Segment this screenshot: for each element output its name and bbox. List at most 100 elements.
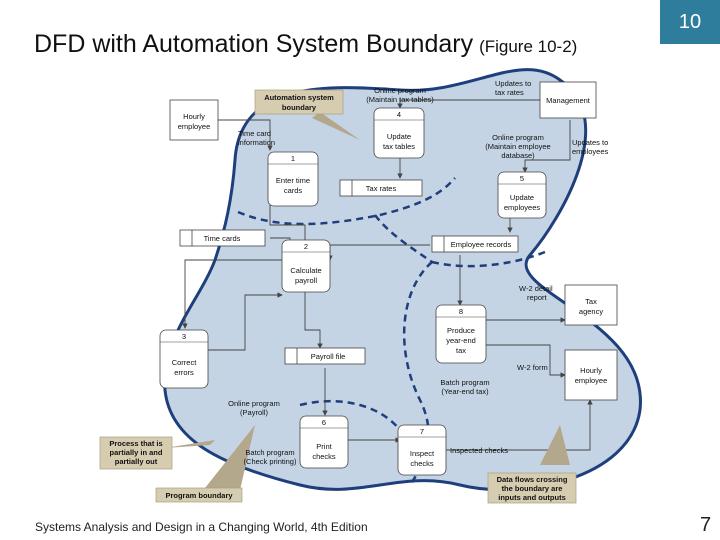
- svg-text:Employee records: Employee records: [451, 240, 512, 249]
- svg-text:employee: employee: [178, 122, 211, 131]
- svg-text:1: 1: [291, 154, 295, 163]
- svg-text:errors: errors: [174, 368, 194, 377]
- flow-label-inspected-checks: Inspected checks: [450, 446, 508, 455]
- svg-text:Update: Update: [510, 193, 534, 202]
- svg-text:Online program: Online program: [228, 399, 280, 408]
- process-4: 4 Update tax tables: [373, 107, 425, 159]
- page-number: 7: [700, 514, 712, 536]
- store-payroll-file: Payroll file: [284, 347, 366, 365]
- svg-text:6: 6: [322, 418, 326, 427]
- svg-text:Correct: Correct: [172, 358, 198, 367]
- svg-text:Tax rates: Tax rates: [366, 184, 397, 193]
- process-7: 7 Inspect checks: [397, 424, 447, 476]
- svg-text:Management: Management: [546, 96, 591, 105]
- store-time-cards: Time cards: [179, 229, 266, 247]
- svg-text:Calculate: Calculate: [290, 266, 321, 275]
- footer-text: Systems Analysis and Design in a Changin…: [35, 520, 368, 534]
- svg-text:Online program: Online program: [374, 86, 426, 95]
- svg-text:Program boundary: Program boundary: [165, 491, 233, 500]
- callout-automation-boundary: Automation system boundary: [254, 89, 344, 115]
- svg-text:(Year-end tax): (Year-end tax): [441, 387, 489, 396]
- svg-text:year-end: year-end: [446, 336, 476, 345]
- svg-text:Produce: Produce: [447, 326, 475, 335]
- svg-text:Online program: Online program: [492, 133, 544, 142]
- svg-text:Tax: Tax: [585, 297, 597, 306]
- flow-label-updates-employees: Updates to employees: [572, 138, 609, 156]
- svg-text:8: 8: [459, 307, 463, 316]
- svg-text:Data flows crossing: Data flows crossing: [497, 475, 568, 484]
- program-label-batch-yearend: Batch program (Year-end tax): [440, 378, 489, 396]
- svg-text:Update: Update: [387, 132, 411, 141]
- svg-text:employee: employee: [575, 376, 608, 385]
- svg-text:cards: cards: [284, 186, 303, 195]
- process-8: 8 Produce year-end tax: [435, 304, 487, 364]
- svg-text:Hourly: Hourly: [580, 366, 602, 375]
- svg-text:tax tables: tax tables: [383, 142, 415, 151]
- program-label-batch-check: Batch program (Check printing): [244, 448, 297, 466]
- entity-hourly-employee-top: Hourly employee: [169, 99, 219, 141]
- svg-text:employees: employees: [504, 203, 541, 212]
- svg-text:checks: checks: [312, 452, 336, 461]
- svg-text:(Payroll): (Payroll): [240, 408, 268, 417]
- svg-text:agency: agency: [579, 307, 603, 316]
- svg-text:report: report: [527, 293, 548, 302]
- svg-text:tax: tax: [456, 346, 466, 355]
- program-label-online-tax: Online program (Maintain tax tables): [366, 86, 434, 104]
- svg-text:information: information: [238, 138, 275, 147]
- svg-text:partially out: partially out: [115, 457, 158, 466]
- entity-tax-agency: Tax agency: [564, 284, 618, 326]
- svg-text:(Maintain employee: (Maintain employee: [485, 142, 550, 151]
- svg-text:Process that is: Process that is: [109, 439, 162, 448]
- program-label-online-payroll: Online program (Payroll): [228, 399, 280, 417]
- svg-text:Automation system: Automation system: [264, 93, 334, 102]
- svg-text:inputs and outputs: inputs and outputs: [498, 493, 566, 502]
- figure-reference: (Figure 10-2): [479, 37, 578, 56]
- store-employee-records: Employee records: [431, 235, 519, 253]
- svg-text:Enter time: Enter time: [276, 176, 310, 185]
- chapter-badge: 10: [660, 0, 720, 44]
- flow-label-w2-form: W-2 form: [517, 363, 548, 372]
- callout-pointers: [165, 112, 570, 490]
- program-label-online-employee: Online program (Maintain employee databa…: [485, 133, 550, 160]
- svg-text:2: 2: [304, 242, 308, 251]
- svg-text:Payroll file: Payroll file: [311, 352, 346, 361]
- flow-label-time-card-info: Time card information: [238, 129, 275, 147]
- slide-title: DFD with Automation System Boundary (Figu…: [34, 30, 577, 59]
- store-tax-rates: Tax rates: [339, 179, 423, 197]
- svg-text:partially in and: partially in and: [110, 448, 163, 457]
- title-text: DFD with Automation System Boundary: [34, 30, 474, 58]
- svg-text:Time cards: Time cards: [204, 234, 241, 243]
- svg-text:Time card: Time card: [238, 129, 271, 138]
- program-boundaries: [237, 177, 546, 486]
- svg-text:Updates to: Updates to: [495, 79, 531, 88]
- svg-text:W-2 detail: W-2 detail: [519, 284, 553, 293]
- process-1: 1 Enter time cards: [267, 151, 319, 207]
- entity-management: Management: [539, 81, 597, 119]
- svg-text:(Check printing): (Check printing): [244, 457, 297, 466]
- process-2: 2 Calculate payroll: [281, 239, 331, 293]
- svg-text:checks: checks: [410, 459, 434, 468]
- svg-text:boundary: boundary: [282, 103, 317, 112]
- svg-text:Print: Print: [316, 442, 332, 451]
- callout-partial-process: Process that is partially in and partial…: [99, 436, 173, 470]
- process-6: 6 Print checks: [299, 415, 349, 469]
- svg-text:5: 5: [520, 174, 524, 183]
- svg-text:Updates to: Updates to: [572, 138, 608, 147]
- svg-text:payroll: payroll: [295, 276, 317, 285]
- process-5: 5 Update employees: [497, 171, 547, 219]
- svg-text:Batch program: Batch program: [440, 378, 489, 387]
- svg-text:Hourly: Hourly: [183, 112, 205, 121]
- svg-text:4: 4: [397, 110, 401, 119]
- callout-program-boundary: Program boundary: [155, 487, 243, 503]
- svg-text:tax rates: tax rates: [495, 88, 524, 97]
- svg-text:Inspect: Inspect: [410, 449, 435, 458]
- process-3: 3 Correct errors: [159, 329, 209, 389]
- svg-text:(Maintain tax tables): (Maintain tax tables): [366, 95, 434, 104]
- callout-crossing-flows: Data flows crossing the boundary are inp…: [487, 472, 577, 504]
- flow-label-w2-detail: W-2 detail report: [519, 284, 553, 302]
- svg-text:employees: employees: [572, 147, 609, 156]
- svg-text:3: 3: [182, 332, 186, 341]
- entity-hourly-employee-right: Hourly employee: [564, 349, 618, 401]
- flow-label-updates-tax-rates: Updates to tax rates: [495, 79, 531, 97]
